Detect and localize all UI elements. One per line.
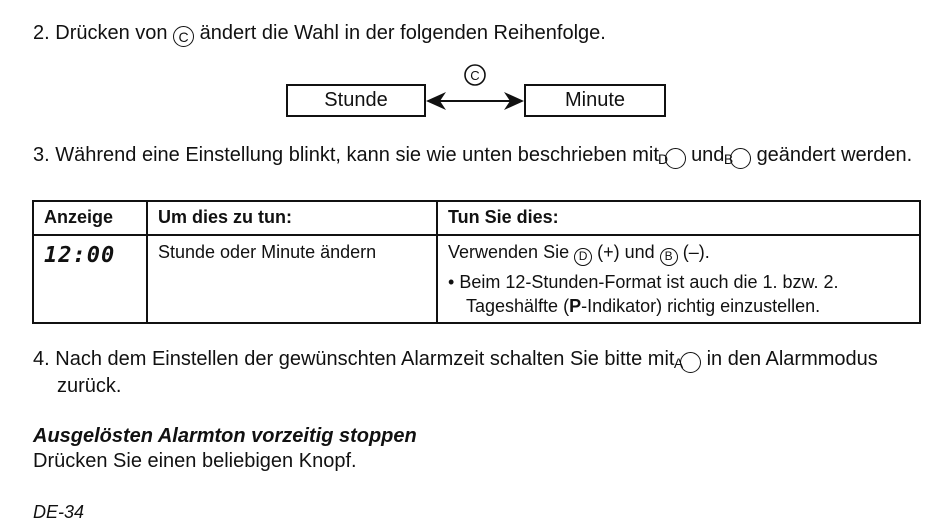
button-d-symbol: D [658, 148, 686, 169]
button-b-symbol: B [724, 148, 751, 169]
diagram-box-hour: Stunde [286, 84, 426, 117]
diagram-double-arrow-icon: C [426, 64, 524, 110]
diagram-box-minute: Minute [524, 84, 666, 117]
button-d-symbol-small: D [574, 248, 593, 266]
button-a-symbol: A [674, 352, 702, 373]
step-3-text-a: Während eine Einstellung blinkt, kann si… [55, 144, 659, 166]
table-cell-display: 12:00 [32, 234, 148, 324]
table-cell-instructions: Verwenden Sie D (+) und B (–). • Beim 12… [436, 234, 921, 324]
note-text-a: Beim 12-Stunden-Format ist auch die 1. b… [459, 272, 839, 316]
step-3-text: 3. Während eine Einstellung blinkt, kann… [33, 142, 937, 169]
button-c-symbol: C [173, 26, 195, 47]
table-row: 12:00 Stunde oder Minute ändern Verwende… [32, 234, 921, 324]
diagram-button-circle [464, 64, 486, 86]
instruction-text-a: Verwenden Sie [448, 242, 570, 262]
note-text-b: -Indikator) richtig einzustellen. [581, 296, 821, 316]
instruction-line: Verwenden Sie D (+) und B (–). [448, 240, 909, 266]
section-heading: Ausgelösten Alarmton vorzeitig stoppen [33, 425, 417, 447]
lcd-display-value: 12:00 [44, 243, 116, 268]
instruction-text-b: (+) und [597, 242, 655, 262]
table-header-display: Anzeige [32, 200, 148, 236]
step-4-text: 4. Nach dem Einstellen der gewünschten A… [33, 346, 937, 399]
page-number: DE-34 [33, 502, 85, 522]
diagram-button-label: C [470, 68, 479, 83]
step-2-text-before: Drücken von [55, 22, 168, 44]
step-2-text-after: ändert die Wahl in der folgenden Reihenf… [199, 22, 606, 44]
step-2-text: 2. Drücken von C ändert die Wahl in der … [33, 20, 913, 47]
instruction-text-c: (–). [682, 242, 710, 262]
table-cell-purpose: Stunde oder Minute ändern [146, 234, 438, 324]
diagram-arrow-left-head [426, 92, 446, 110]
step-3-text-b: und [691, 144, 725, 166]
step-2-number: 2. [33, 22, 50, 44]
step-3-number: 3. [33, 144, 50, 166]
settings-table: Anzeige Um dies zu tun: Tun Sie dies: 12… [32, 200, 921, 324]
step-4-number: 4. [33, 348, 50, 370]
step-4-text-b: in den Alarmmodus zurück. [57, 348, 878, 397]
bullet-icon: • [448, 272, 455, 292]
table-header-row: Anzeige Um dies zu tun: Tun Sie dies: [32, 200, 921, 236]
button-b-symbol-small: B [659, 248, 678, 266]
section-text: Drücken Sie einen beliebigen Knopf. [33, 450, 357, 472]
note-indicator-p: P [569, 296, 582, 316]
table-header-purpose: Um dies zu tun: [146, 200, 438, 236]
diagram-arrow-right-head [504, 92, 524, 110]
step-3-text-c: geändert werden. [756, 144, 913, 166]
instruction-note: • Beim 12-Stunden-Format ist auch die 1.… [448, 270, 909, 318]
table-header-action: Tun Sie dies: [436, 200, 921, 236]
step-4-text-a: Nach dem Einstellen der gewünschten Alar… [55, 348, 675, 370]
